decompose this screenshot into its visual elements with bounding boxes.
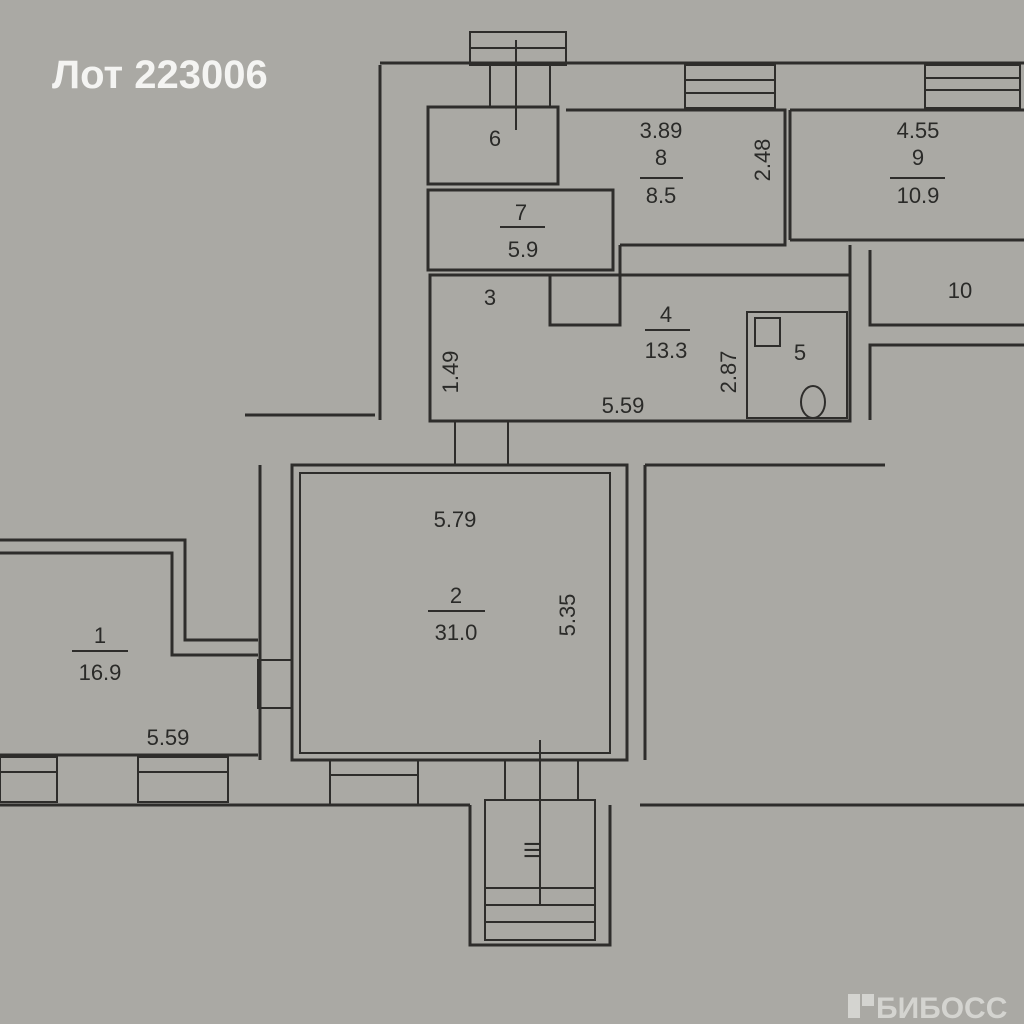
room-8-depth: 2.48 <box>750 139 775 182</box>
logo-mark-icon <box>848 994 860 1018</box>
room-2-area: 31.0 <box>435 620 478 645</box>
room-4-width: 5.59 <box>602 393 645 418</box>
room-1-number: 1 <box>94 623 106 648</box>
room-8-number: 8 <box>655 145 667 170</box>
room-4-area: 13.3 <box>645 338 688 363</box>
room-1-area: 16.9 <box>79 660 122 685</box>
lot-title: Лот 223006 <box>52 53 268 97</box>
watermark: БИБОСС <box>876 992 1007 1024</box>
room-4-depth: 2.87 <box>716 351 741 394</box>
room-2-number: 2 <box>450 583 462 608</box>
room-2-width: 5.79 <box>434 507 477 532</box>
room-4-number: 4 <box>660 302 672 327</box>
bibosс-logo: БИБОСС <box>848 992 1007 1024</box>
room-9-number: 9 <box>912 145 924 170</box>
room-2-depth: 5.35 <box>555 594 580 637</box>
room-labels: 6 7 5.9 3.89 8 8.5 2.48 4.55 9 10.9 10 3… <box>72 118 972 859</box>
walls <box>0 31 1024 947</box>
room-10-number: 10 <box>948 278 972 303</box>
room-7-area: 5.9 <box>508 237 539 262</box>
room-7-number: 7 <box>515 200 527 225</box>
room-5-number: 5 <box>794 340 806 365</box>
room-9-width: 4.55 <box>897 118 940 143</box>
room-8-width: 3.89 <box>640 118 683 143</box>
entrance-mark: III <box>520 841 545 859</box>
room-3-depth: 1.49 <box>438 351 463 394</box>
room-9-area: 10.9 <box>897 183 940 208</box>
room-1-width: 5.59 <box>147 725 190 750</box>
room-3-number: 3 <box>484 285 496 310</box>
room-6-number: 6 <box>489 126 501 151</box>
room-8-area: 8.5 <box>646 183 677 208</box>
